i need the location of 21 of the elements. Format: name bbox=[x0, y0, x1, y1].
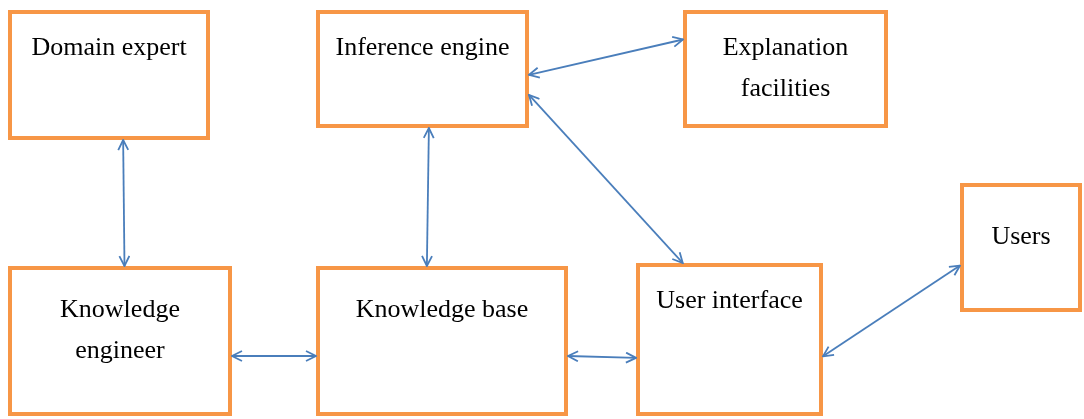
double-arrow bbox=[231, 350, 317, 362]
box-label: User interface bbox=[656, 284, 803, 316]
process-box bbox=[8, 266, 232, 416]
process-box bbox=[960, 183, 1082, 312]
process-box bbox=[316, 266, 568, 416]
box-label: Knowledge base bbox=[355, 293, 529, 325]
double-arrow bbox=[117, 139, 131, 267]
process-box bbox=[8, 10, 210, 140]
box-label: Knowledge engineer bbox=[59, 293, 181, 366]
double-arrow bbox=[528, 94, 684, 264]
box-label: Inference engine bbox=[335, 31, 510, 63]
double-arrow bbox=[567, 350, 637, 364]
double-arrow bbox=[528, 35, 684, 79]
process-box bbox=[636, 263, 823, 416]
box-label: Explanation facilities bbox=[721, 31, 850, 104]
process-box bbox=[683, 10, 888, 128]
box-label: Users bbox=[991, 220, 1051, 252]
process-box bbox=[316, 10, 529, 128]
double-arrow bbox=[421, 127, 435, 267]
box-label: Domain expert bbox=[31, 31, 187, 63]
double-arrow bbox=[822, 264, 961, 358]
